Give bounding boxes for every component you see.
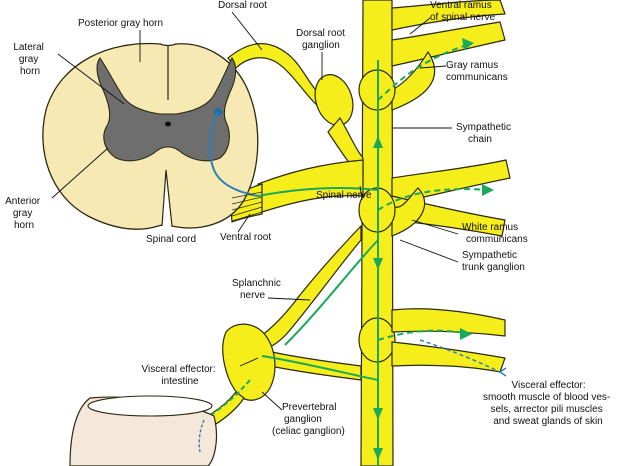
label-visceral-effector-intestine: Visceral effector: intestine (142, 364, 219, 387)
labels: Dorsal root Posterior gray horn Ventral … (5, 0, 613, 437)
pathway-arrows (373, 38, 494, 460)
white-ramus-loop (391, 187, 426, 237)
label-white-ramus: White ramus communicans (462, 222, 528, 245)
arrow-down-chain-1 (373, 258, 383, 270)
intestine (69, 395, 218, 466)
dorsal-root-ganglion (314, 74, 354, 126)
spinal-cord (42, 42, 259, 230)
ventral-ramus-top (391, 21, 506, 67)
right-branch-lower-2 (391, 341, 506, 373)
splanchnic-pathway (284, 239, 379, 346)
postganglionic-to-effector (419, 339, 501, 373)
label-prevertebral-ganglion: Prevertebral ganglion (celiac ganglion) (272, 402, 345, 437)
arrow-middle-right (482, 184, 494, 196)
intestine-opening (87, 395, 213, 417)
intestine-innervation (198, 419, 205, 453)
label-spinal-nerve: Spinal nerve (316, 190, 372, 201)
label-gray-ramus: Gray ramus communicans (446, 60, 508, 83)
arrow-lower-right (460, 328, 472, 340)
label-sympathetic-chain: Sympathetic chain (456, 122, 514, 145)
spinal-to-chain-pathway (257, 187, 379, 197)
peripheral-nerves (199, 0, 511, 466)
label-spinal-cord: Spinal cord (146, 234, 196, 245)
label-posterior-gray-horn: Posterior gray horn (78, 18, 163, 29)
arrow-down-chain-2 (373, 408, 383, 420)
label-ventral-ramus: Ventral ramus of spinal nerve (430, 0, 495, 23)
arrow-down-chain-3 (373, 448, 383, 460)
arrow-top-right (462, 38, 474, 50)
gray-ramus-top (391, 51, 436, 111)
gray-matter (96, 56, 237, 162)
upper-nerve-branch (391, 0, 506, 31)
label-sympathetic-trunk-ganglion: Sympathetic trunk ganglion (462, 250, 525, 273)
label-dorsal-root-ganglion: Dorsal root ganglion (296, 28, 348, 51)
label-anterior-gray-horn: Anterior gray horn (5, 196, 43, 231)
top-branch-pathway (377, 43, 471, 101)
middle-branch-pathway (377, 188, 491, 211)
ventral-root-fibers (231, 191, 263, 222)
label-splanchnic-nerve: Splanchnic nerve (232, 278, 284, 301)
label-dorsal-root: Dorsal root (218, 0, 267, 11)
lower-return-pathway (261, 355, 379, 381)
central-canal (165, 121, 171, 127)
spinal-nerve (257, 159, 364, 213)
leader-lines (51, 11, 459, 411)
label-visceral-effector-smooth-muscle: Visceral effector: smooth muscle of bloo… (483, 380, 613, 427)
label-ventral-root: Ventral root (220, 232, 271, 243)
preganglionic-axon-blue (208, 111, 259, 197)
anterior-median-fissure (161, 169, 173, 227)
arrow-up-chain (373, 136, 383, 148)
label-lateral-gray-horn: Lateral gray horn (13, 42, 46, 77)
effector-ending (499, 367, 507, 377)
